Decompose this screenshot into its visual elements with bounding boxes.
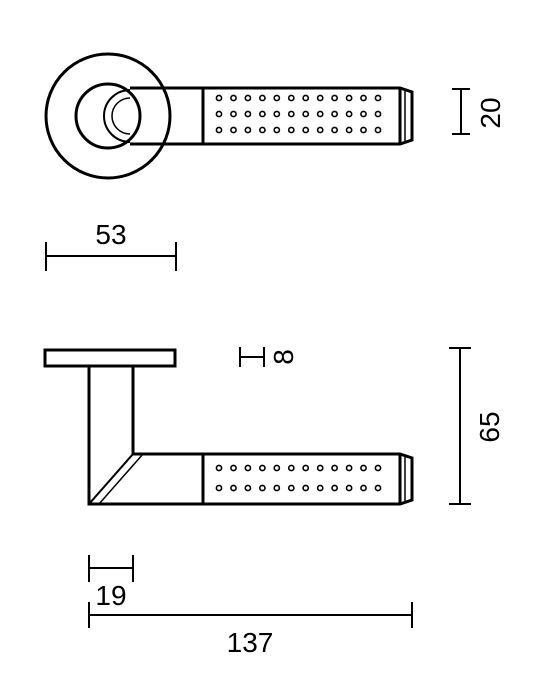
- grip-dot: [374, 126, 382, 134]
- grip-dot: [244, 94, 252, 102]
- dimension-rose-offset: [88, 555, 134, 582]
- grip-dot: [244, 484, 252, 492]
- grip-dot: [244, 126, 252, 134]
- top-view: [44, 52, 414, 180]
- grip-dot: [316, 94, 324, 102]
- grip-dot: [258, 126, 266, 134]
- grip-dot: [230, 110, 237, 118]
- lever-neck-arc-inner: [111, 97, 131, 135]
- dimension-label-19: 19: [95, 580, 126, 611]
- grip-dot: [287, 94, 295, 102]
- grip-dot: [258, 464, 266, 472]
- grip-dot: [360, 110, 367, 118]
- grip-dot: [287, 464, 295, 472]
- grip-dot: [273, 94, 281, 102]
- side-view: [43, 348, 414, 506]
- grip-dot: [331, 110, 338, 118]
- grip-dot: [302, 94, 310, 102]
- mitre-line-outer: [88, 453, 134, 505]
- grip-dot: [258, 110, 266, 118]
- grip-dot: [302, 126, 310, 134]
- grip-dot: [360, 464, 367, 472]
- grip-dot: [302, 464, 310, 472]
- dimension-label-53: 53: [95, 219, 126, 250]
- grip-dot: [331, 464, 338, 472]
- grip-dot: [316, 110, 324, 118]
- dimension-label-8: 8: [268, 349, 299, 365]
- grip-dot: [258, 94, 266, 102]
- grip-dot: [302, 484, 310, 492]
- grip-dot: [287, 484, 295, 492]
- lever-neck-arc: [103, 89, 131, 143]
- grip-dot: [273, 110, 281, 118]
- grip-dot: [273, 464, 281, 472]
- grip-dot: [316, 464, 324, 472]
- grip-dot: [345, 464, 353, 472]
- grip-dot: [215, 110, 223, 118]
- grip-dot: [302, 110, 310, 118]
- grip-dot: [215, 94, 223, 102]
- grip-dot: [273, 126, 281, 134]
- grip-dot: [316, 126, 324, 134]
- grip-dot: [287, 110, 295, 118]
- dimension-label-137: 137: [227, 627, 274, 658]
- grip-dot: [374, 110, 382, 118]
- grip-dot: [244, 464, 252, 472]
- rose-plate: [43, 348, 177, 368]
- grip-dot: [287, 126, 295, 134]
- grip-dot: [230, 464, 237, 472]
- rose-inner-circle: [74, 82, 142, 150]
- grip-dot: [331, 484, 338, 492]
- grip-dot: [215, 484, 223, 492]
- dimension-grip-height: [452, 88, 470, 135]
- dimension-label-65: 65: [474, 411, 505, 442]
- dimension-label-20: 20: [475, 97, 506, 128]
- grip-dot: [331, 94, 338, 102]
- grip-dot: [230, 484, 237, 492]
- grip-dot: [360, 484, 367, 492]
- grip-dot-pattern-side: [215, 464, 382, 492]
- grip-dot: [215, 126, 223, 134]
- grip-dot: [273, 484, 281, 492]
- grip-dot: [345, 110, 353, 118]
- dimension-handle-length: [88, 602, 413, 628]
- dimension-handle-height: [449, 347, 471, 505]
- grip-dot-pattern-top: [215, 94, 382, 134]
- mitre-line-inner: [98, 453, 144, 505]
- grip-dot: [345, 126, 353, 134]
- dimension-rose-diameter: [45, 242, 177, 271]
- grip-dot: [230, 126, 237, 134]
- grip-dot: [374, 464, 382, 472]
- grip-dot: [374, 484, 382, 492]
- lever-body-top: [130, 86, 414, 146]
- grip-dot: [374, 94, 382, 102]
- grip-dot: [331, 126, 338, 134]
- grip-dot: [360, 94, 367, 102]
- grip-dot: [244, 110, 252, 118]
- rose-outer-circle: [44, 52, 172, 180]
- grip-dot: [215, 464, 223, 472]
- grip-dot: [360, 126, 367, 134]
- grip-dot: [345, 94, 353, 102]
- lever-body-side: [87, 366, 414, 506]
- dimension-rose-thickness: [239, 347, 265, 367]
- grip-dot: [345, 484, 353, 492]
- grip-dot: [316, 484, 324, 492]
- grip-dot: [230, 94, 237, 102]
- grip-dot: [258, 484, 266, 492]
